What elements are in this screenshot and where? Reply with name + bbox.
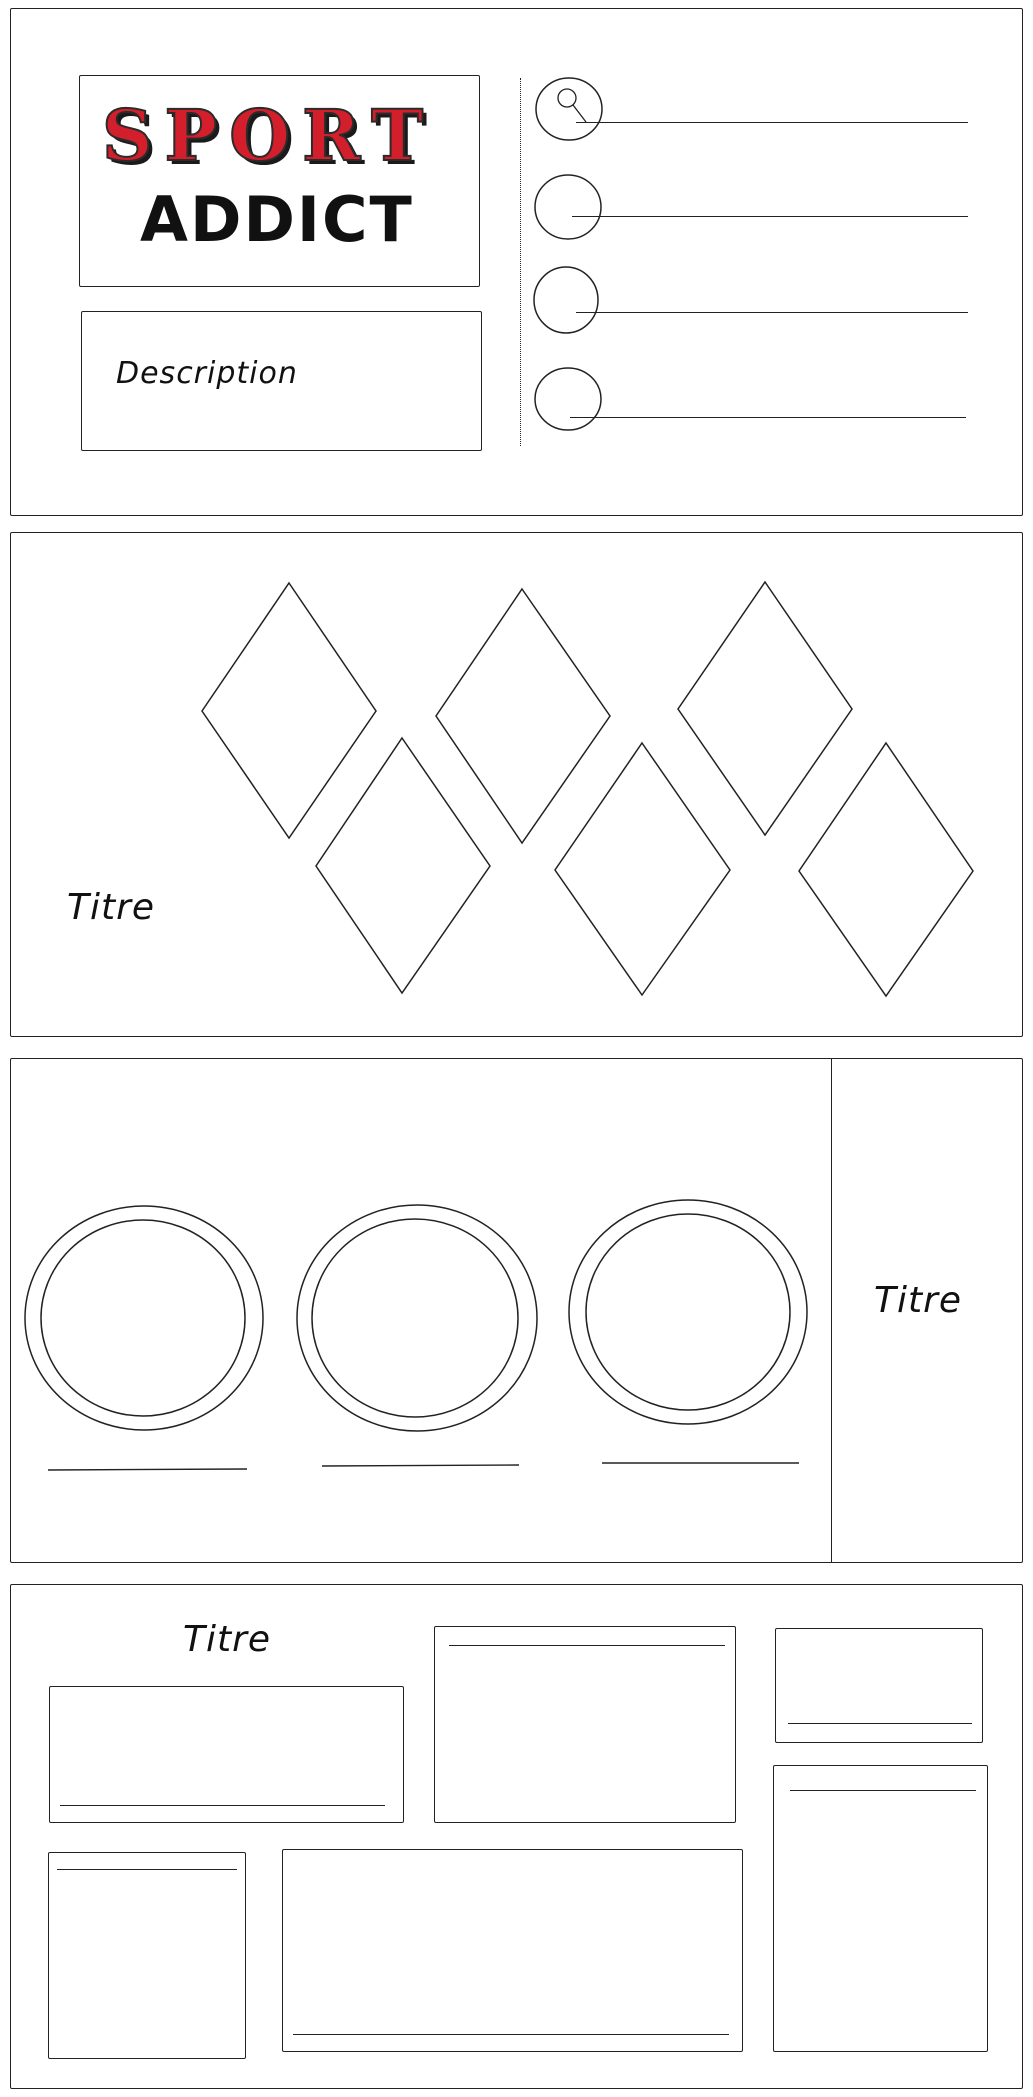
diamond-1[interactable] [201, 581, 377, 840]
nav-item-4[interactable] [532, 364, 968, 436]
card-line [790, 1790, 976, 1791]
card-line [60, 1805, 385, 1806]
circles-section [10, 1058, 1023, 1563]
description-box: Description [81, 311, 482, 451]
logo-box[interactable]: SPORT ADDICT [79, 75, 480, 287]
circle-icon [534, 174, 602, 240]
circle-icon [534, 367, 602, 431]
search-icon [535, 77, 603, 141]
logo-sport-text: SPORT [101, 94, 436, 177]
gallery-title: Titre [67, 887, 156, 928]
gallery-section [10, 532, 1023, 1037]
card-line [449, 1645, 725, 1646]
diamond-4[interactable] [315, 736, 491, 995]
nav-item-2[interactable] [532, 172, 968, 244]
circle-card-3[interactable] [568, 1199, 808, 1464]
grid-card-3[interactable] [775, 1628, 983, 1743]
grid-card-2[interactable] [434, 1626, 736, 1823]
grid-card-5[interactable] [282, 1849, 743, 2052]
grid-card-6[interactable] [773, 1765, 988, 2052]
card-line [293, 2034, 729, 2035]
diamond-5[interactable] [554, 741, 731, 997]
header-divider [520, 78, 521, 446]
diamond-6[interactable] [798, 741, 974, 998]
nav-item-3[interactable] [532, 266, 968, 338]
nav-item-line [576, 122, 968, 123]
description-text: Description [116, 356, 298, 391]
grid-card-1[interactable] [49, 1686, 404, 1823]
header-section [10, 8, 1023, 516]
grid-section [10, 1584, 1023, 2089]
diamond-2[interactable] [435, 587, 611, 845]
circles-title: Titre [874, 1280, 963, 1321]
card-line [788, 1723, 972, 1724]
diamond-3[interactable] [677, 580, 853, 837]
grid-title: Titre [183, 1619, 272, 1660]
nav-item-line [572, 216, 968, 217]
circle-card-1[interactable] [24, 1205, 264, 1471]
circles-section-divider [831, 1058, 832, 1563]
diamond-gallery [201, 580, 974, 998]
card-line [57, 1869, 237, 1870]
circle-card-2[interactable] [296, 1204, 538, 1467]
circle-cards [24, 1199, 808, 1471]
grid-card-4[interactable] [48, 1852, 246, 2059]
nav-item-line [576, 312, 968, 313]
circle-icon [533, 266, 599, 334]
nav-item-line [570, 417, 966, 418]
nav-item-search[interactable] [532, 74, 968, 146]
logo-addict-text: ADDICT [140, 183, 414, 256]
